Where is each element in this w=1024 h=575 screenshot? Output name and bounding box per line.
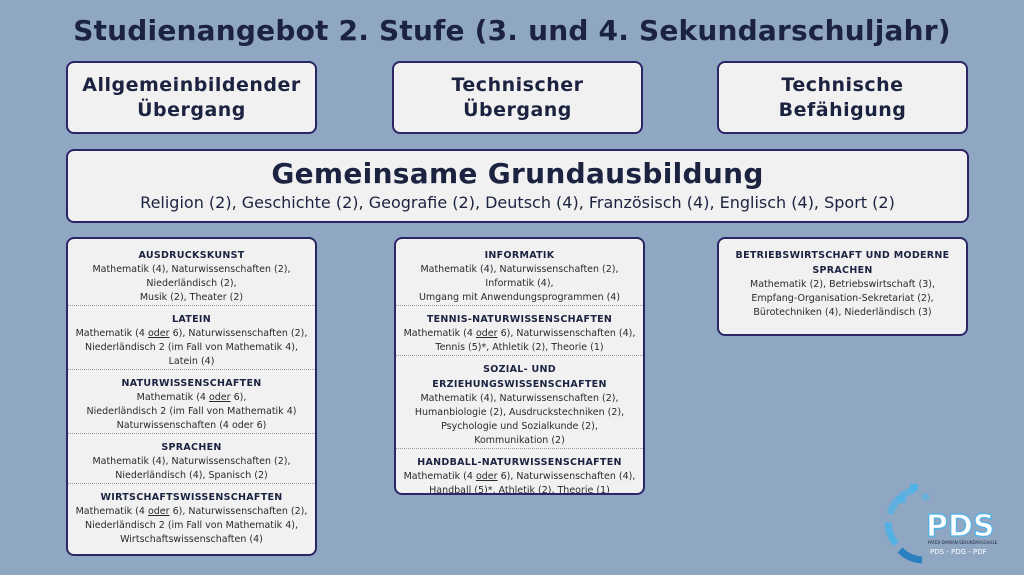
option-subject-line: Niederländisch (4), Spanisch (2) bbox=[115, 470, 268, 481]
page-title: Studienangebot 2. Stufe (3. und 4. Sekun… bbox=[73, 14, 951, 47]
option-subject-line: Mathematik (4), Naturwissenschaften (2), bbox=[92, 456, 291, 467]
options-column-technical-transition: INFORMATIK Mathematik (4), Naturwissensch… bbox=[394, 237, 645, 495]
option-section: SOZIAL- UND ERZIEHUNGSWISSENSCHAFTEN Math… bbox=[396, 355, 643, 448]
option-section: HANDBALL-NATURWISSENSCHAFTEN Mathematik (… bbox=[396, 448, 643, 495]
underlined-word: oder bbox=[147, 506, 170, 517]
option-title: TENNIS-NATURWISSENSCHAFTEN bbox=[426, 314, 613, 325]
option-subject-line: Niederländisch (2), bbox=[146, 278, 237, 289]
underlined-word: oder bbox=[208, 392, 231, 403]
underlined-word: oder bbox=[475, 471, 498, 482]
option-section: TENNIS-NATURWISSENSCHAFTEN Mathematik (4 … bbox=[396, 305, 643, 355]
option-title: LATEIN bbox=[172, 314, 211, 325]
option-section: AUSDRUCKSKUNST Mathematik (4), Naturwisse… bbox=[68, 239, 315, 305]
logo-sub: PDS - PDG - PDF bbox=[930, 548, 987, 556]
option-subject-line: Informatik (4), bbox=[485, 278, 554, 289]
options-column-general: AUSDRUCKSKUNST Mathematik (4), Naturwisse… bbox=[66, 237, 317, 556]
common-core-subjects: Religion (2), Geschichte (2), Geografie … bbox=[140, 193, 895, 212]
option-subject-line: Empfang-Organisation-Sekretariat (2), bbox=[751, 293, 934, 304]
option-subject-line: Umgang mit Anwendungsprogrammen (4) bbox=[418, 292, 621, 303]
option-subject-line: Handball (5)*, Athletik (2), Theorie (1) bbox=[429, 485, 610, 495]
option-section: NATURWISSENSCHAFTEN Mathematik (4 oder 6)… bbox=[68, 369, 315, 433]
option-subject-line: Naturwissenschaften (4 oder 6) bbox=[116, 420, 267, 431]
option-section: WIRTSCHAFTSWISSENSCHAFTEN Mathematik (4 o… bbox=[68, 483, 315, 547]
option-subject-line: Mathematik (4 oder 6), Naturwissenschaft… bbox=[75, 506, 308, 517]
pds-logo-icon: PDS PATER-DAMIAN-SEKUNDARSCHULE PDS - PD… bbox=[884, 484, 998, 564]
option-title: NATURWISSENSCHAFTEN bbox=[121, 378, 262, 389]
option-subject-line: Niederländisch 2 (im Fall von Mathematik… bbox=[85, 520, 298, 531]
option-title: WIRTSCHAFTSWISSENSCHAFTEN bbox=[100, 492, 283, 503]
option-subject-line: Bürotechniken (4), Niederländisch (3) bbox=[753, 307, 932, 318]
pds-logo: PDS PATER-DAMIAN-SEKUNDARSCHULE PDS - PD… bbox=[884, 484, 1014, 564]
option-title: BETRIEBSWIRTSCHAFT UND MODERNE SPRACHEN bbox=[735, 250, 950, 276]
option-section: BETRIEBSWIRTSCHAFT UND MODERNE SPRACHEN M… bbox=[719, 239, 966, 320]
option-subject-line: Mathematik (2), Betriebswirtschaft (3), bbox=[750, 279, 935, 290]
option-subject-line: Mathematik (4 oder 6), Naturwissenschaft… bbox=[403, 471, 636, 482]
options-column-technical-qualification: BETRIEBSWIRTSCHAFT UND MODERNE SPRACHEN M… bbox=[717, 237, 968, 336]
logo-text: PDS bbox=[926, 509, 995, 544]
option-section: LATEIN Mathematik (4 oder 6), Naturwissen… bbox=[68, 305, 315, 369]
option-subject-line: Niederländisch 2 (im Fall von Mathematik… bbox=[85, 342, 298, 353]
common-core-box: Gemeinsame Grundausbildung Religion (2),… bbox=[66, 149, 969, 223]
option-subject-line: Latein (4) bbox=[168, 356, 215, 367]
option-subject-line: Mathematik (4 oder 6), Naturwissenschaft… bbox=[403, 328, 636, 339]
option-subject-line: Psychologie und Sozialkunde (2), bbox=[441, 421, 598, 432]
underlined-word: oder bbox=[147, 328, 170, 339]
option-subject-line: Wirtschaftswissenschaften (4) bbox=[120, 534, 263, 545]
option-subject-line: Mathematik (4), Naturwissenschaften (2), bbox=[420, 264, 619, 275]
option-subject-line: Kommunikation (2) bbox=[474, 435, 565, 446]
option-section: SPRACHEN Mathematik (4), Naturwissenschaf… bbox=[68, 433, 315, 483]
option-subject-line: Humanbiologie (2), Ausdruckstechniken (2… bbox=[414, 407, 625, 418]
option-subject-line: Mathematik (4 oder 6), bbox=[136, 392, 247, 403]
common-core-title: Gemeinsame Grundausbildung bbox=[271, 157, 764, 190]
option-title: HANDBALL-NATURWISSENSCHAFTEN bbox=[417, 457, 622, 468]
option-title: INFORMATIK bbox=[484, 250, 555, 261]
option-section: INFORMATIK Mathematik (4), Naturwissensch… bbox=[396, 239, 643, 305]
option-subject-line: Niederländisch 2 (im Fall von Mathematik… bbox=[86, 406, 297, 417]
option-subject-line: Mathematik (4), Naturwissenschaften (2), bbox=[92, 264, 291, 275]
option-title: SOZIAL- UND ERZIEHUNGSWISSENSCHAFTEN bbox=[432, 364, 607, 390]
option-title: SPRACHEN bbox=[161, 442, 222, 453]
option-subject-line: Tennis (5)*, Athletik (2), Theorie (1) bbox=[435, 342, 604, 353]
option-subject-line: Mathematik (4), Naturwissenschaften (2), bbox=[420, 393, 619, 404]
logo-tagline: PATER-DAMIAN-SEKUNDARSCHULE bbox=[928, 540, 998, 545]
underlined-word: oder bbox=[475, 328, 498, 339]
option-subject-line: Mathematik (4 oder 6), Naturwissenschaft… bbox=[75, 328, 308, 339]
option-title: AUSDRUCKSKUNST bbox=[138, 250, 245, 261]
option-subject-line: Musik (2), Theater (2) bbox=[139, 292, 244, 303]
